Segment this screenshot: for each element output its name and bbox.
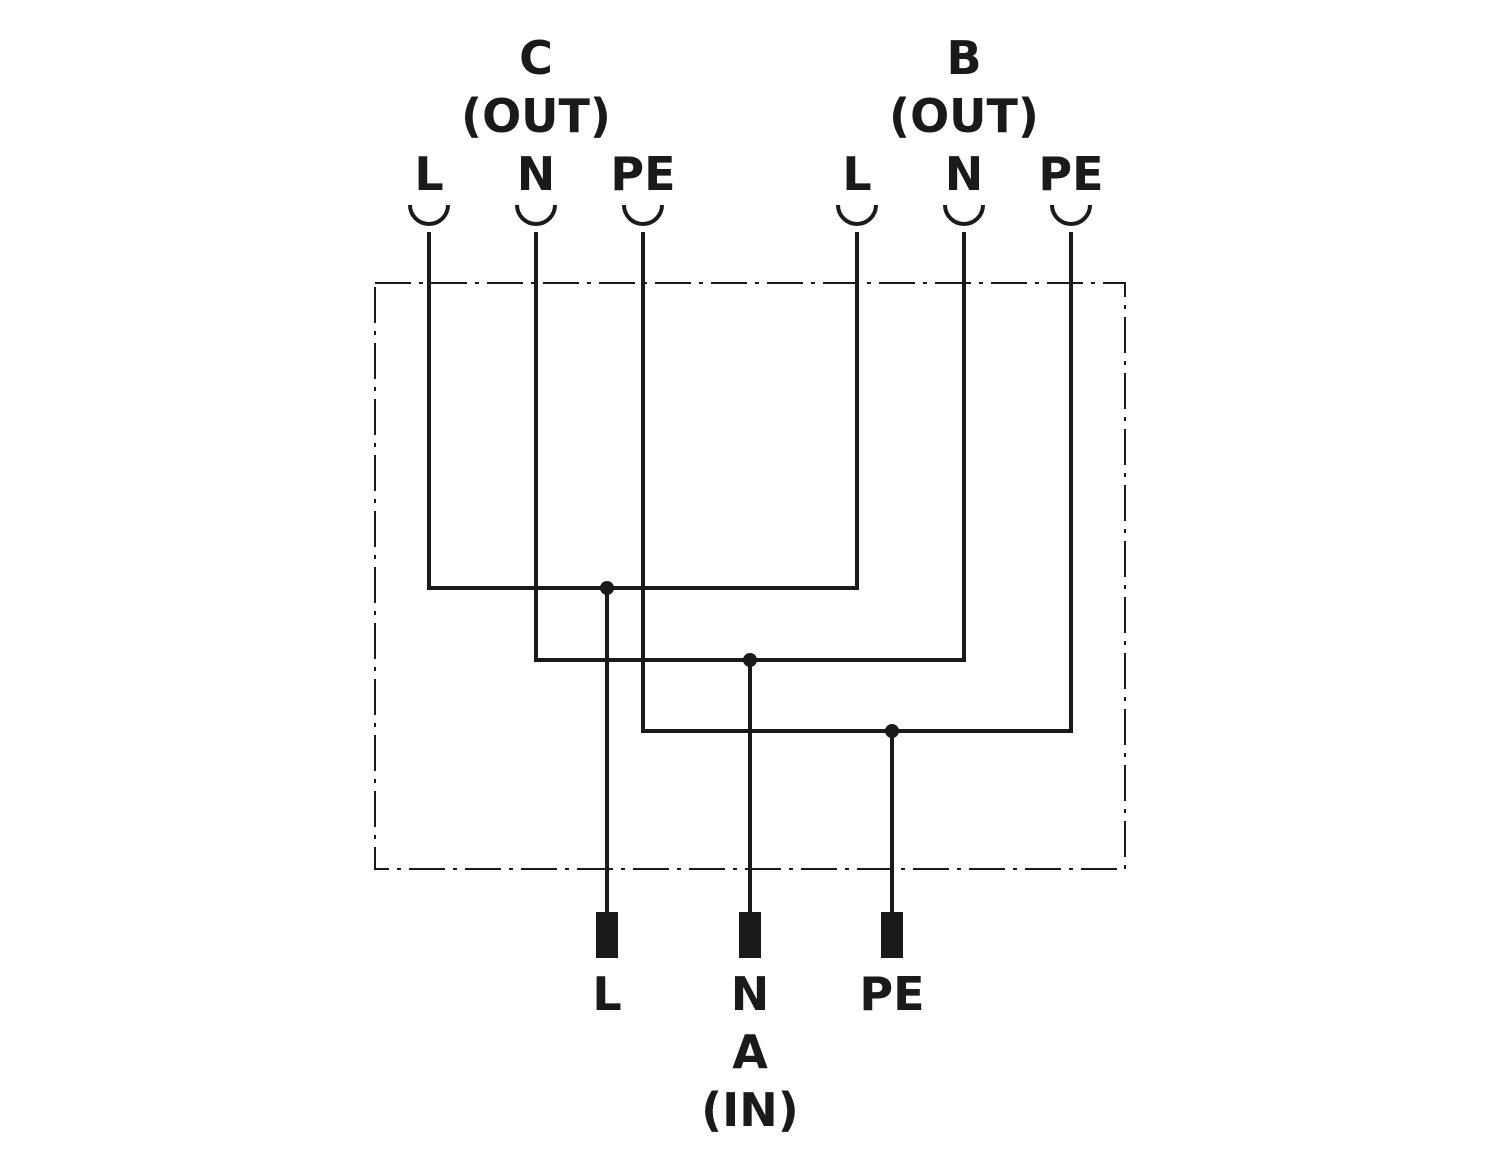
connector-b-terminal-l-label: L	[842, 147, 871, 201]
connector-a-terminal-n-label: N	[731, 967, 770, 1021]
socket-c-pe-icon	[622, 204, 664, 226]
connector-c-terminal-l-label: L	[414, 147, 443, 201]
connector-a-role: (IN)	[701, 1083, 799, 1137]
wire-n-bus	[534, 232, 966, 662]
socket-c-l-icon	[408, 204, 450, 226]
junction-n-dot	[743, 653, 757, 667]
socket-b-n-icon	[943, 204, 985, 226]
connector-b-role: (OUT)	[889, 89, 1039, 143]
connector-b-terminal-n-label: N	[945, 147, 984, 201]
connector-c-terminal-pe-label: PE	[610, 147, 675, 201]
connector-b-terminal-pe-label: PE	[1038, 147, 1103, 201]
connector-c-name: C	[519, 31, 553, 85]
connector-b-name: B	[946, 31, 981, 85]
connector-a-terminal-pe-label: PE	[859, 967, 924, 1021]
junction-pe-dot	[885, 724, 899, 738]
socket-b-pe-icon	[1050, 204, 1092, 226]
pin-a-n-icon	[739, 912, 761, 958]
connector-a-terminal-l-label: L	[592, 967, 621, 1021]
pin-a-l-icon	[596, 912, 618, 958]
junction-l-dot	[600, 581, 614, 595]
socket-b-l-icon	[836, 204, 878, 226]
connector-a-name: A	[732, 1025, 768, 1079]
socket-c-n-icon	[515, 204, 557, 226]
pin-a-pe-icon	[881, 912, 903, 958]
wire-pe-bus	[641, 232, 1073, 733]
connector-c-role: (OUT)	[461, 89, 611, 143]
connector-c-terminal-n-label: N	[517, 147, 556, 201]
